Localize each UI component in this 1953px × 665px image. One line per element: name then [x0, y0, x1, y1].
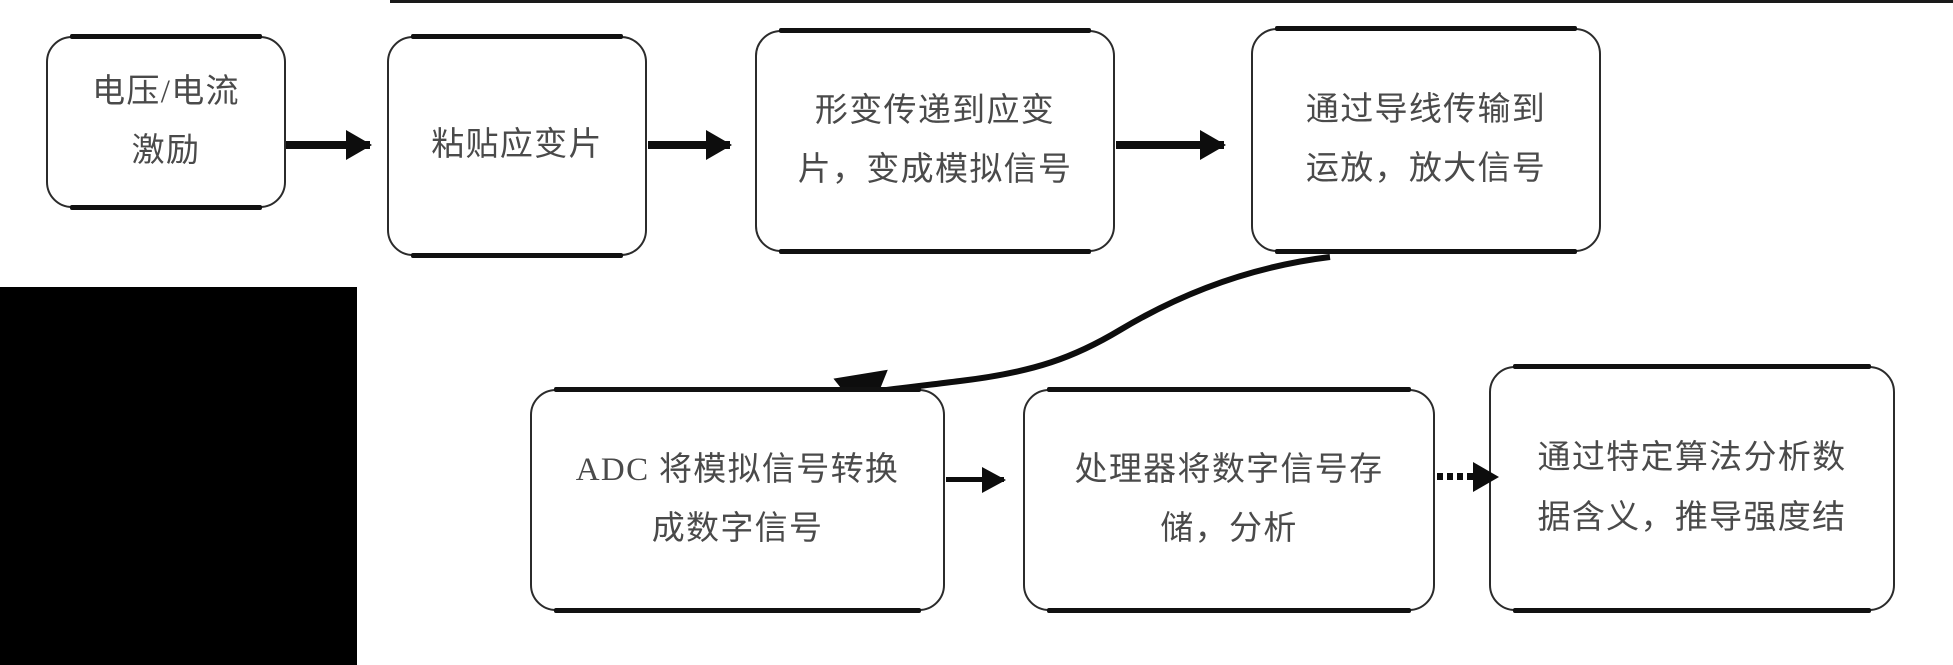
arrow-processor-to-algorithm-dotted	[1437, 461, 1499, 492]
arrow-head-icon	[346, 130, 372, 160]
arrow-adc-to-processor	[946, 466, 1006, 493]
node-line: 片，变成模拟信号	[797, 152, 1073, 188]
node-line: 通过特定算法分析数	[1537, 440, 1847, 477]
node-line: 激励	[131, 133, 201, 169]
arrow-deform-to-amplify	[1116, 130, 1226, 160]
top-rule-divider	[390, 0, 1953, 3]
node-line: 储，分析	[1160, 511, 1298, 547]
node-line: 处理器将数字信号存	[1074, 451, 1384, 488]
node-wire-to-opamp-amplify[interactable]: 通过导线传输到 运放，放大信号	[1251, 26, 1601, 254]
arrow-strain-to-deform	[648, 130, 732, 160]
curved-feedback-arrow	[833, 254, 1331, 421]
node-processor-store-analyze[interactable]: 处理器将数字信号存 储，分析	[1023, 387, 1435, 613]
node-deformation-to-analog-signal[interactable]: 形变传递到应变 片，变成模拟信号	[755, 28, 1115, 254]
node-line: 形变传递到应变	[814, 92, 1056, 129]
black-occlusion-block	[0, 287, 357, 665]
node-attach-strain-gauge[interactable]: 粘贴应变片	[387, 34, 647, 258]
node-line: ADC 将模拟信号转换	[575, 451, 900, 488]
node-adc-analog-to-digital[interactable]: ADC 将模拟信号转换 成数字信号	[530, 387, 945, 613]
node-line: 电压/电流	[92, 73, 240, 110]
node-line: 成数字信号	[651, 511, 824, 547]
node-line: 据含义，推导强度结	[1537, 499, 1847, 536]
node-voltage-current-excitation[interactable]: 电压/电流 激励	[46, 34, 286, 210]
node-line: 通过导线传输到	[1305, 91, 1547, 128]
arrow-head-icon	[1473, 461, 1499, 492]
arrow-excitation-to-strain	[286, 130, 372, 160]
node-algorithm-derive-strength[interactable]: 通过特定算法分析数 据含义，推导强度结	[1489, 364, 1895, 613]
arrow-head-icon	[706, 130, 732, 160]
node-line: 粘贴应变片	[431, 127, 603, 164]
arrow-head-icon	[982, 466, 1006, 493]
arrow-head-icon	[1200, 130, 1226, 160]
node-line: 运放，放大信号	[1305, 151, 1547, 187]
